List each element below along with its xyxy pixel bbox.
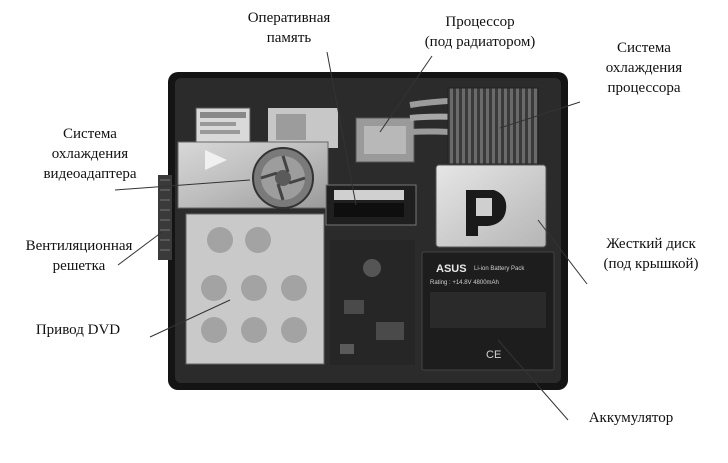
label-cpu: Процессор (под радиатором)	[424, 14, 536, 50]
chipset-area	[268, 108, 338, 148]
leader-battery	[497, 339, 569, 421]
label-gpu-cooling: Система охлаждения видеоадаптера	[43, 126, 137, 182]
dvd-drive	[185, 213, 325, 365]
leader-vent	[117, 231, 163, 266]
cpu-under-heatsink	[355, 117, 415, 163]
wifi-card	[195, 107, 251, 145]
label-ram: Оперативная память	[247, 10, 331, 46]
battery-brand: ASUS	[436, 263, 467, 275]
label-hdd: Жесткий диск (под крышкой)	[603, 236, 699, 272]
label-battery: Аккумулятор	[588, 410, 674, 426]
ram-module	[325, 184, 417, 226]
gpu-cooling-system	[177, 141, 329, 209]
hdd-cover	[435, 164, 547, 248]
battery-title: Li-ion Battery Pack	[474, 266, 525, 272]
leader-hdd	[537, 219, 588, 285]
battery: ASUS Li-ion Battery Pack Rating : +14.8V…	[421, 251, 555, 371]
cpu-cooling-system	[409, 87, 539, 165]
leader-gpu-cooling	[114, 179, 251, 191]
leader-cpu-cooling	[499, 101, 581, 129]
label-dvd: Привод DVD	[35, 322, 121, 338]
svg-text:CE: CE	[486, 349, 501, 361]
label-cpu-cooling: Система охлаждения процессора	[605, 40, 683, 96]
label-vent-grille: Вентиляционная решетка	[25, 238, 133, 274]
leader-lines	[114, 51, 588, 421]
battery-rating: Rating : +14.8V 4800mAh	[430, 280, 499, 286]
vent-grille	[158, 175, 172, 260]
leader-dvd	[149, 299, 231, 338]
motherboard-components	[330, 240, 415, 365]
leader-ram	[326, 51, 357, 206]
leader-cpu	[379, 55, 433, 133]
